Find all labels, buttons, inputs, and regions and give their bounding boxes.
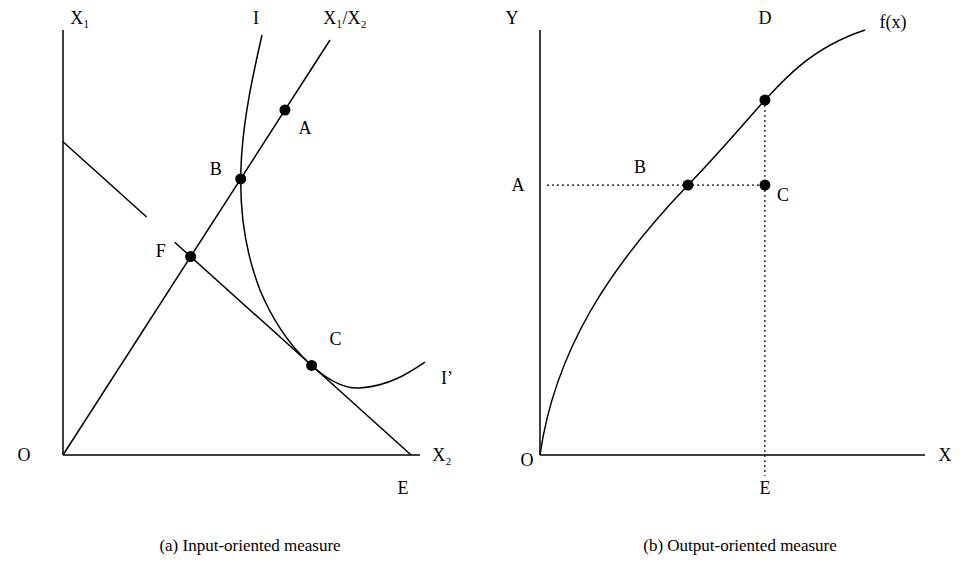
point-dot <box>279 105 290 116</box>
horizontal-axis <box>540 454 925 456</box>
point-label: D <box>758 9 771 27</box>
curve-label: I <box>253 9 259 27</box>
origin-label: O <box>521 451 534 469</box>
point-label: B <box>634 158 646 176</box>
vertical-axis <box>539 30 541 455</box>
point-dot <box>759 95 770 106</box>
panel-caption: (a) Input-oriented measure <box>159 537 340 554</box>
axis-label: X₁ <box>70 9 89 27</box>
point-label: A <box>512 176 525 194</box>
point-label: F <box>156 242 166 260</box>
isoquant-curve <box>241 35 425 388</box>
point-label: E <box>759 479 770 497</box>
panel-caption: (b) Output-oriented measure <box>643 537 837 554</box>
axis-label: X <box>939 446 952 464</box>
point-dot <box>235 173 246 184</box>
point-label: B <box>210 160 222 178</box>
curve-label: I’ <box>441 369 453 387</box>
point-label: C <box>330 330 342 348</box>
point-label: E <box>398 479 409 497</box>
origin-label: O <box>18 446 31 464</box>
vertical-axis <box>62 30 64 455</box>
isocost-line <box>63 142 147 217</box>
point-dot <box>759 180 770 191</box>
dotted-guide <box>764 100 765 476</box>
horizontal-axis <box>63 454 420 456</box>
point-dot <box>683 180 694 191</box>
dotted-guide <box>547 184 765 185</box>
point-dot <box>306 360 317 371</box>
point-dot <box>185 251 196 262</box>
point-label: A <box>298 119 311 137</box>
axis-label: Y <box>506 9 519 27</box>
production-frontier <box>540 30 865 455</box>
ratio-ray <box>63 40 330 455</box>
curve-label: f(x) <box>880 13 907 31</box>
point-label: C <box>777 186 789 204</box>
ray-label: X₁/X₂ <box>323 9 367 27</box>
axis-label: X₂ <box>432 446 451 464</box>
isocost-line <box>175 242 411 455</box>
